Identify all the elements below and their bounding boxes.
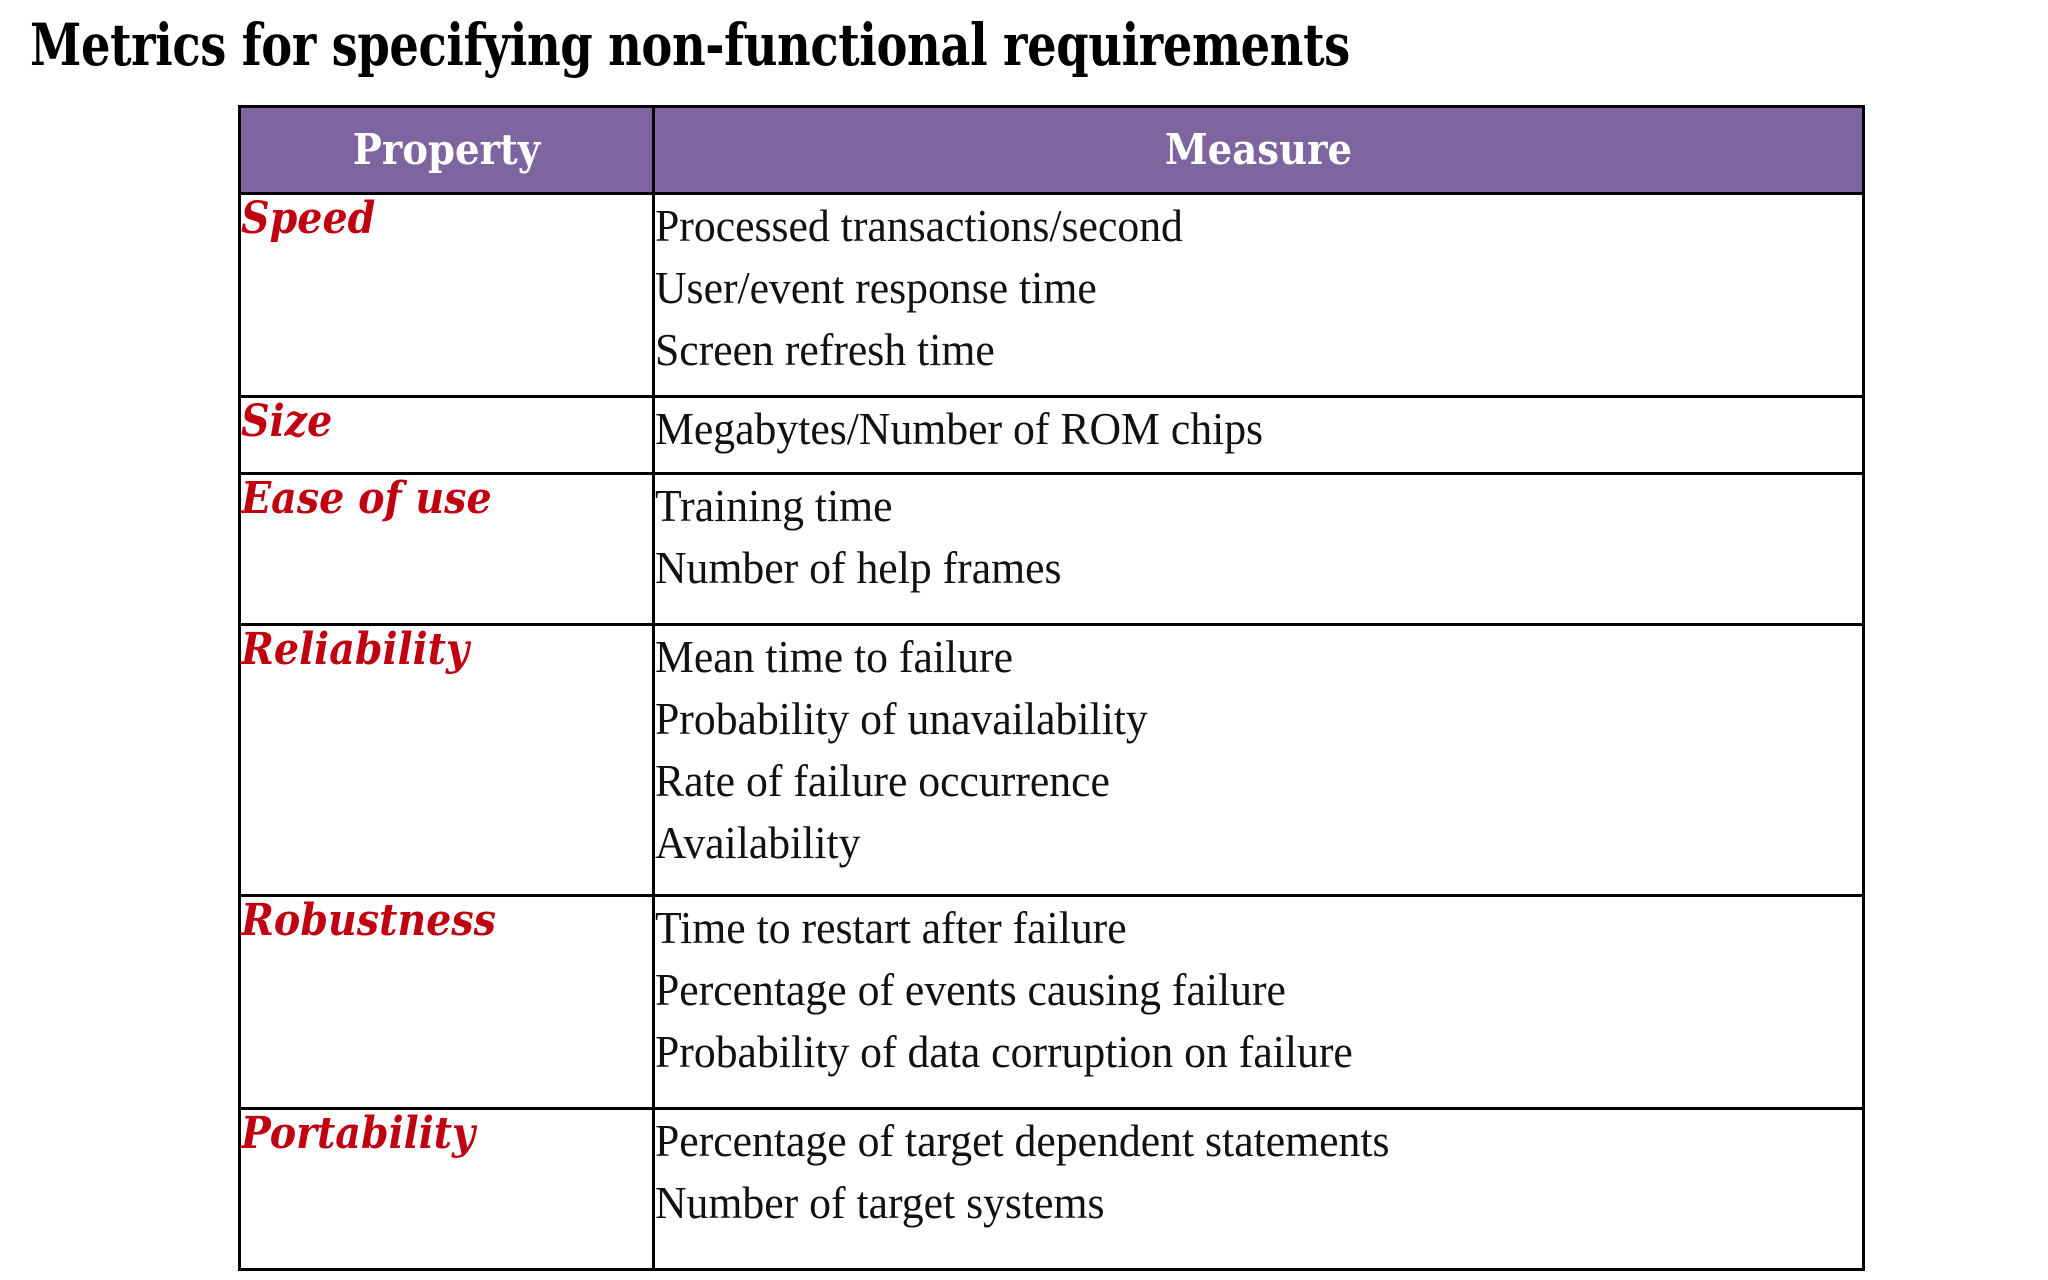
property-cell: Robustness bbox=[238, 894, 655, 1110]
property-label: Portability bbox=[241, 1108, 476, 1159]
measure-line: Probability of data corruption on failur… bbox=[655, 1026, 1353, 1077]
property-label: Ease of use bbox=[241, 473, 492, 524]
property-cell: Ease of use bbox=[238, 472, 655, 626]
column-header-property-label: Property bbox=[352, 125, 541, 174]
column-header-property: Property bbox=[238, 105, 655, 195]
page-title: Metrics for specifying non-functional re… bbox=[30, 11, 1350, 79]
property-cell: Size bbox=[238, 395, 655, 475]
table-row: Size Megabytes/Number of ROM chips bbox=[238, 395, 1865, 475]
measure-line: Mean time to failure bbox=[655, 631, 1013, 682]
property-label: Size bbox=[241, 396, 333, 447]
measure-line: Rate of failure occurrence bbox=[655, 755, 1110, 806]
property-cell: Speed bbox=[238, 192, 655, 398]
measure-line: Processed transactions/second bbox=[655, 200, 1183, 251]
measure-line: Percentage of target dependent statement… bbox=[655, 1115, 1390, 1166]
measure-cell: Megabytes/Number of ROM chips bbox=[652, 395, 1865, 475]
measure-line: User/event response time bbox=[655, 262, 1097, 313]
property-cell: Reliability bbox=[238, 623, 655, 897]
measure-line: Megabytes/Number of ROM chips bbox=[655, 403, 1264, 454]
measure-line: Number of target systems bbox=[655, 1177, 1105, 1228]
measure-line: Number of help frames bbox=[655, 542, 1062, 593]
property-label: Robustness bbox=[241, 895, 496, 946]
measure-line: Probability of unavailability bbox=[655, 693, 1148, 744]
table-header-row: Property Measure bbox=[238, 105, 1865, 195]
column-header-measure: Measure bbox=[652, 105, 1865, 195]
measure-line: Screen refresh time bbox=[655, 324, 995, 375]
column-header-measure-label: Measure bbox=[1164, 125, 1353, 174]
property-cell: Portability bbox=[238, 1107, 655, 1271]
measure-line: Percentage of events causing failure bbox=[655, 964, 1286, 1015]
table-head: Property Measure bbox=[238, 105, 1865, 195]
measure-line: Training time bbox=[655, 480, 893, 531]
metrics-table-container: Property Measure Speed Processed transact… bbox=[238, 105, 1865, 1271]
measure-line: Time to restart after failure bbox=[655, 902, 1127, 953]
property-label: Reliability bbox=[241, 624, 469, 675]
measure-cell: Percentage of target dependent statement… bbox=[652, 1107, 1865, 1271]
table-row: Portability Percentage of target dependen… bbox=[238, 1107, 1865, 1271]
measure-line: Availability bbox=[655, 817, 861, 868]
property-label: Speed bbox=[241, 193, 376, 244]
metrics-table: Property Measure Speed Processed transact… bbox=[238, 105, 1865, 1271]
